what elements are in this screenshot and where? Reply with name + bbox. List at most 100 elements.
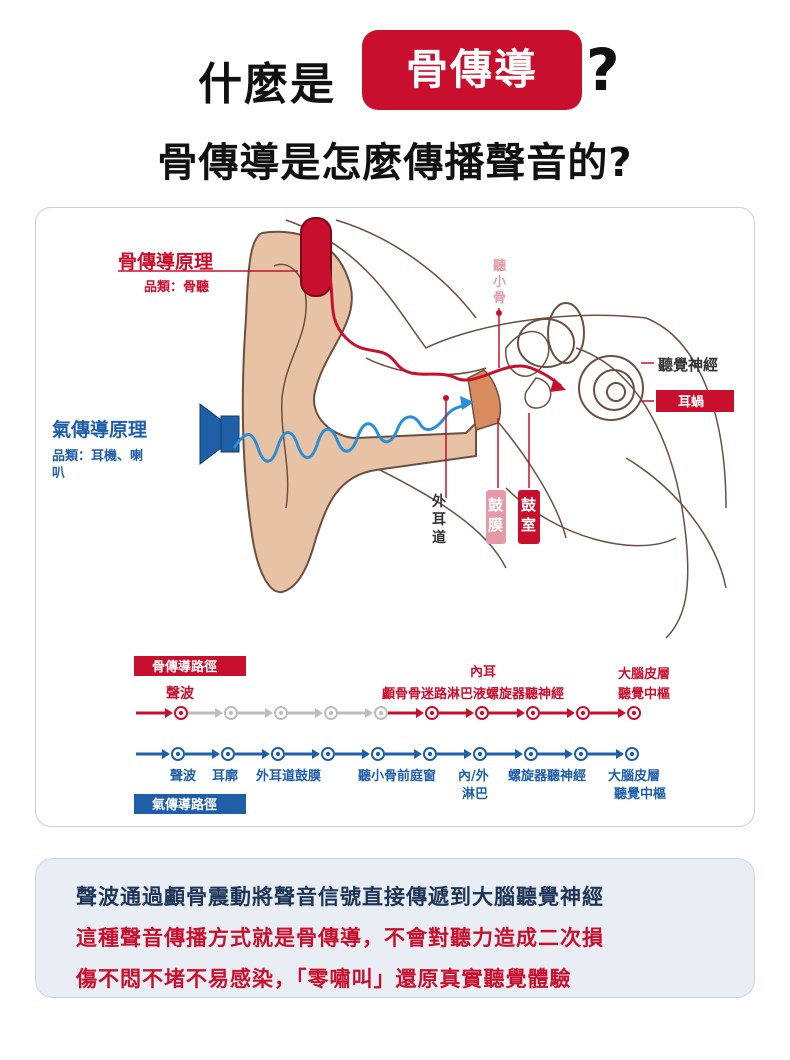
callout-dot xyxy=(496,310,502,316)
track-node-center xyxy=(325,751,331,757)
track-node-center xyxy=(629,751,635,757)
air-path-title: 氣傳導路徑 xyxy=(152,797,217,813)
air-path-label-4: 聽小骨前庭窗 xyxy=(358,768,436,784)
air-path-label-5: 內/外 xyxy=(458,768,489,784)
track-arrowhead xyxy=(165,708,173,718)
ossicles-shape xyxy=(505,330,552,409)
cochlea-badge xyxy=(656,390,734,412)
bone-principle-category: 品類：骨聽 xyxy=(144,279,209,295)
track-arrowhead xyxy=(212,749,220,759)
semicircular-canals xyxy=(517,302,585,368)
track-arrowhead xyxy=(567,708,575,718)
track-node-center xyxy=(328,710,334,716)
track-arrowhead xyxy=(215,708,223,718)
ear-canal-label-3: 道 xyxy=(432,529,446,546)
track-arrowhead xyxy=(517,708,525,718)
auditory-nerve-label: 聽覺神經 xyxy=(658,356,718,374)
ear-diagram: 骨傳導原理 品類：骨聽 氣傳導原理 品類：耳機、喇 叭 聽 小 骨 聽覺神經 耳… xyxy=(52,217,734,814)
track-node-center xyxy=(375,751,381,757)
air-conduction-wave xyxy=(232,402,469,463)
bone-path-left-label: 聲波 xyxy=(166,685,195,702)
tympanic-cavity-badge xyxy=(518,490,540,544)
air-path-label-1: 聲波 xyxy=(170,768,197,784)
track-arrowhead xyxy=(315,708,323,718)
track-node-center xyxy=(631,710,637,716)
track-node-center xyxy=(578,751,584,757)
caption-line-3: 傷不悶不堵不易感染，「零嘯叫」還原真實聽覺體驗 xyxy=(76,967,572,991)
track-arrowhead xyxy=(414,749,422,759)
cochlea-label: 耳蝸 xyxy=(678,394,704,410)
air-path-label-3: 外耳道鼓膜 xyxy=(255,768,321,784)
bone-conduction-track xyxy=(136,706,641,720)
tympanic-cavity-label-1: 鼓 xyxy=(521,496,537,514)
track-node-center xyxy=(228,710,234,716)
air-principle-category-1: 品類：耳機、喇 xyxy=(52,448,143,464)
air-principle-title: 氣傳導原理 xyxy=(52,418,147,441)
track-node-center xyxy=(477,751,483,757)
track-node-center xyxy=(530,710,536,716)
air-conduction-track xyxy=(136,747,639,761)
track-node-center xyxy=(528,751,534,757)
caption-line-2: 這種聲音傳播方式就是骨傳導，不會對聽力造成二次損 xyxy=(76,926,604,950)
track-node-center xyxy=(429,710,435,716)
caption-line-1: 聲波通過顱骨震動將聲音信號直接傳遞到大腦聽覺神經 xyxy=(76,885,604,909)
track-node-center xyxy=(278,710,284,716)
eardrum-label-2: 膜 xyxy=(488,516,503,534)
track-arrowhead xyxy=(362,749,370,759)
callout-dot xyxy=(443,395,449,401)
highlight-pill: 骨傳導 xyxy=(362,30,582,110)
bone-principle-title: 骨傳導原理 xyxy=(118,250,213,273)
callout-lines xyxy=(118,270,654,498)
track-arrowhead xyxy=(565,749,573,759)
ossicles-label-3: 骨 xyxy=(493,291,506,306)
track-node-center xyxy=(378,710,384,716)
track-arrowhead xyxy=(466,708,474,718)
bone-path-end-label-1: 大腦皮層 xyxy=(618,666,670,682)
track-arrowhead xyxy=(312,749,320,759)
air-path-label-2: 耳廓 xyxy=(212,768,238,784)
track-arrowhead xyxy=(464,749,472,759)
air-path-label-extra: 淋巴 xyxy=(462,786,488,802)
air-principle-category-2: 叭 xyxy=(52,466,65,481)
header: 什麼是 骨傳導 ? 骨傳導是怎麼傳播聲音的? xyxy=(0,0,790,200)
track-arrowhead xyxy=(618,708,626,718)
bone-path-top-label: 內耳 xyxy=(470,664,496,680)
ossicles-label-1: 聽 xyxy=(493,258,506,274)
track-node-center xyxy=(225,751,231,757)
track-node-center xyxy=(427,751,433,757)
auricle-fold xyxy=(273,263,307,509)
eardrum-label-1: 鼓 xyxy=(488,496,504,514)
speaker-icon xyxy=(199,402,240,466)
track-node-center xyxy=(580,710,586,716)
eardrum-badge xyxy=(486,490,506,544)
ear-canal-label-1: 外 xyxy=(432,493,446,510)
air-path-title-badge xyxy=(134,794,246,814)
air-wave-arrowhead xyxy=(460,396,474,410)
tympanic-cavity-label-2: 室 xyxy=(521,516,536,534)
question-prefix: 什麼是 xyxy=(198,59,336,110)
bone-path-end-label-2: 聽覺中樞 xyxy=(618,686,670,702)
question-mark: ? xyxy=(586,36,620,104)
track-arrowhead xyxy=(416,708,424,718)
ossicles-label-2: 小 xyxy=(493,275,506,290)
track-arrowhead xyxy=(365,708,373,718)
track-arrowhead xyxy=(616,749,624,759)
track-node-center xyxy=(275,751,281,757)
auricle xyxy=(241,230,477,594)
bone-path-title-badge xyxy=(134,656,246,676)
air-path-label-7: 大腦皮層 xyxy=(608,768,660,784)
track-arrowhead xyxy=(515,749,523,759)
track-arrowhead xyxy=(162,749,170,759)
bone-conduction-wave xyxy=(326,267,562,388)
track-node-center xyxy=(479,710,485,716)
subtitle: 骨傳導是怎麼傳播聲音的? xyxy=(157,140,633,186)
track-node-center xyxy=(178,710,184,716)
track-node-center xyxy=(175,751,181,757)
air-path-label-6: 螺旋器聽神經 xyxy=(508,768,586,784)
caption-box: 聲波通過顱骨震動將聲音信號直接傳遞到大腦聽覺神經 這種聲音傳播方式就是骨傳導，不… xyxy=(35,858,755,998)
bone-path-chain-label: 顱骨骨迷路淋巴液螺旋器聽神經 xyxy=(381,686,564,702)
diagram-panel: 骨傳導原理 品類：骨聽 氣傳導原理 品類：耳機、喇 叭 聽 小 骨 聽覺神經 耳… xyxy=(35,207,755,827)
ear-canal-label-2: 耳 xyxy=(432,512,446,528)
bone-conduction-device-icon xyxy=(300,217,332,297)
bone-wave-arrowhead xyxy=(550,378,566,392)
